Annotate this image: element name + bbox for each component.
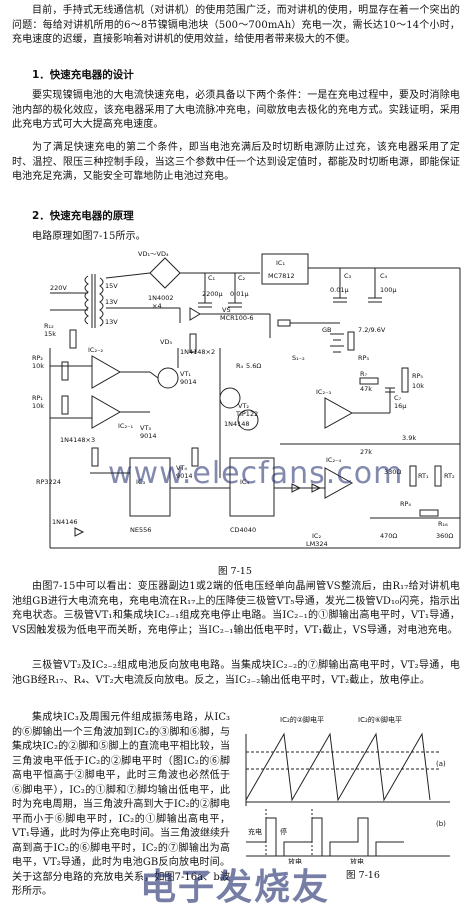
- paragraph-after-figure: 由图7-15中可以看出：变压器副边1或2端的低电压经单向晶闸管VS整流后，由R₁…: [12, 581, 460, 636]
- label-r330: 330Ω: [384, 468, 401, 476]
- watermark-brand: 电子发烧友: [140, 867, 331, 908]
- label-vt1p: 9014: [180, 378, 197, 386]
- label-r7v: 47k: [360, 385, 372, 393]
- label-vs: VS: [222, 306, 231, 314]
- label-rt2: RT₂: [444, 472, 455, 480]
- label-ic3p: NE556: [130, 526, 151, 534]
- label-wave-a: (a): [436, 760, 446, 768]
- label-rp3: RP₃: [358, 354, 369, 362]
- label-rp1: RP₁: [32, 394, 43, 402]
- label-ic3: IC₃: [136, 478, 145, 486]
- figure16-caption: 图 7-16: [346, 870, 380, 881]
- label-rt1: RT₁: [418, 472, 429, 480]
- label-vt2p: TIP122: [235, 410, 258, 418]
- label-vd: VD₁～VD₄: [138, 250, 169, 258]
- label-ic21: IC₂₋₁: [118, 422, 133, 430]
- label-rp5: RP₅: [412, 372, 423, 380]
- label-ic2-pin6: IC₂的⑥脚电平: [358, 715, 402, 724]
- section1-heading: 1．快速充电器的设计: [32, 69, 134, 81]
- label-stop: 停: [280, 827, 287, 836]
- label-ic2p: LM324: [306, 540, 328, 548]
- label-ic4: IC₄: [240, 478, 249, 486]
- label-ic24: IC₂₋₄: [326, 456, 341, 464]
- label-mcr: MCR100-6: [220, 314, 254, 322]
- section1-paragraph-2: 为了满足快速充电的第二个条件，即当电池充满后及时切断电源防止过充，该充电器采用了…: [12, 142, 460, 182]
- label-wave-b: (b): [436, 820, 446, 828]
- label-vt3: VT₃: [140, 424, 151, 432]
- section1-paragraph-1: 要实现镍镉电池的大电流快速充电，必须具备以下两个条件：一是在充电过程中，要及时消…: [12, 90, 460, 130]
- label-rp4v: 470Ω: [380, 532, 397, 540]
- label-r16: R₁₆: [438, 520, 448, 528]
- label-rp2: RP₂: [32, 354, 43, 362]
- label-ic2-pin2: IC₂的②脚电平: [280, 715, 324, 724]
- label-ic23: IC₂₋₃: [316, 388, 331, 396]
- waveform-diagram: IC₂的②脚电平 IC₂的⑥脚电平 (a) (b) 充电 停 放电 放电: [245, 715, 450, 864]
- label-220v: 220V: [50, 284, 67, 292]
- label-in4148x3: 1N4148×3: [60, 436, 95, 444]
- label-13v-a: 13V: [105, 298, 118, 306]
- label-discharge-2: 放电: [350, 857, 364, 864]
- label-rp2v: 10k: [32, 362, 44, 370]
- label-vt2: VT₂: [238, 402, 249, 410]
- label-x4: ×4: [152, 302, 162, 310]
- label-r4v: 5.6Ω: [246, 362, 261, 370]
- label-s1: S₁₋₂: [292, 354, 305, 362]
- paragraph-oscillator: 集成块IC₃及周围元件组成振荡电路，从IC₃的⑥脚输出一个三角波加到IC₂的③脚…: [12, 712, 230, 897]
- section2-heading: 2．快速充电器的原理: [32, 210, 134, 222]
- label-r39: 3.9k: [402, 434, 416, 442]
- label-gb: GB: [322, 326, 332, 334]
- label-c3v: 0.01μ: [330, 286, 349, 294]
- label-gbv: 7.2/9.6V: [358, 326, 386, 334]
- label-vt4: VT₄: [176, 464, 187, 472]
- label-vd5: VD₅: [160, 338, 172, 346]
- label-discharge-1: 放电: [288, 857, 302, 864]
- label-in4148x2: 1N4148×2: [180, 348, 215, 356]
- label-r12v: 15k: [44, 330, 56, 338]
- label-r7: R₇: [360, 370, 368, 378]
- label-in4148: 1N4148: [224, 420, 250, 428]
- label-c2v: 0.01μ: [230, 290, 249, 298]
- figure15-caption: 图 7-15: [218, 566, 252, 577]
- paragraph-discharge: 三极管VT₂及IC₂₋₂组成电池反向放电电路。当集成块IC₂₋₂的⑦脚输出高电平…: [12, 660, 460, 686]
- label-rp4: RP₄: [400, 500, 411, 508]
- label-vt3p: 9014: [140, 432, 157, 440]
- label-vt4p: 9014: [176, 472, 193, 480]
- label-ic22: IC₂₋₂: [88, 346, 103, 354]
- watermark-site: www.elecfans.com: [108, 456, 404, 491]
- label-rp1v: 10k: [32, 402, 44, 410]
- label-15v: 15V: [105, 282, 118, 290]
- label-c4: C₄: [380, 272, 388, 280]
- label-charge: 充电: [248, 827, 262, 836]
- circuit-diagram: VD₁～VD₄ IC₁ MC7812 220V 15V 13V 13V 1N40…: [32, 250, 461, 549]
- label-ic2: IC₂: [312, 532, 321, 540]
- label-c1: C₁: [208, 274, 216, 282]
- label-in4002: 1N4002: [148, 294, 174, 302]
- label-rp5v: 10k: [412, 382, 424, 390]
- label-vt1: VT₁: [180, 370, 191, 378]
- label-c7v: 16μ: [394, 402, 406, 410]
- label-c4v: 100μ: [380, 286, 397, 294]
- label-13v-b: 13V: [105, 318, 118, 326]
- label-r16v: 360Ω: [436, 532, 453, 540]
- label-c2: C₂: [238, 274, 246, 282]
- label-c7: C₇: [394, 394, 402, 402]
- label-c3: C₃: [344, 272, 352, 280]
- label-in4146: 1N4146: [52, 518, 78, 526]
- label-ic1: IC₁: [276, 259, 285, 267]
- label-c1v: 2200μ: [202, 290, 223, 298]
- label-r27k: 27k: [360, 448, 372, 456]
- label-rp3224: RP3224: [36, 478, 61, 486]
- intro-paragraph: 目前，手持式无线通信机（对讲机）的使用范围广泛，而对讲机的使用，明显存在着一个突…: [12, 5, 460, 45]
- label-ic1-part: MC7812: [268, 272, 295, 280]
- label-ic4p: CD4040: [230, 526, 256, 534]
- section2-intro: 电路原理如图7-15所示。: [32, 231, 146, 242]
- label-r4: R₄: [236, 362, 244, 370]
- label-r12: R₁₂: [44, 322, 54, 330]
